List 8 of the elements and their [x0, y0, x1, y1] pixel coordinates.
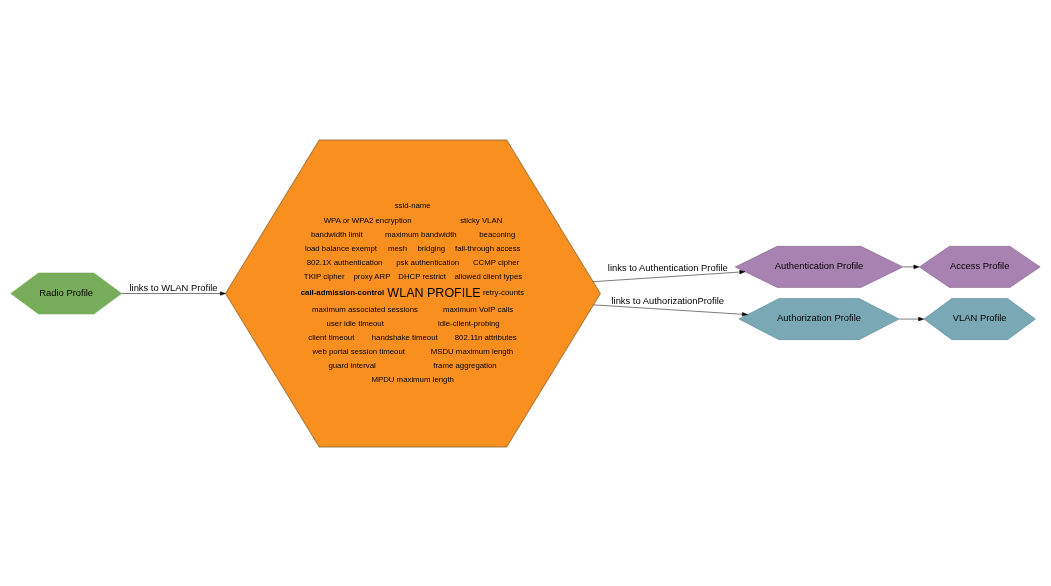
arrow — [593, 304, 748, 316]
arrow — [899, 316, 925, 321]
edge-label: links to Authentication Profile — [607, 261, 728, 273]
arrow — [592, 269, 746, 282]
arrow — [121, 290, 226, 296]
arrow — [902, 264, 920, 269]
edge-label: links to WLAN Profile — [129, 281, 218, 293]
edge-label: links to AuthorizationProfile — [611, 294, 725, 306]
